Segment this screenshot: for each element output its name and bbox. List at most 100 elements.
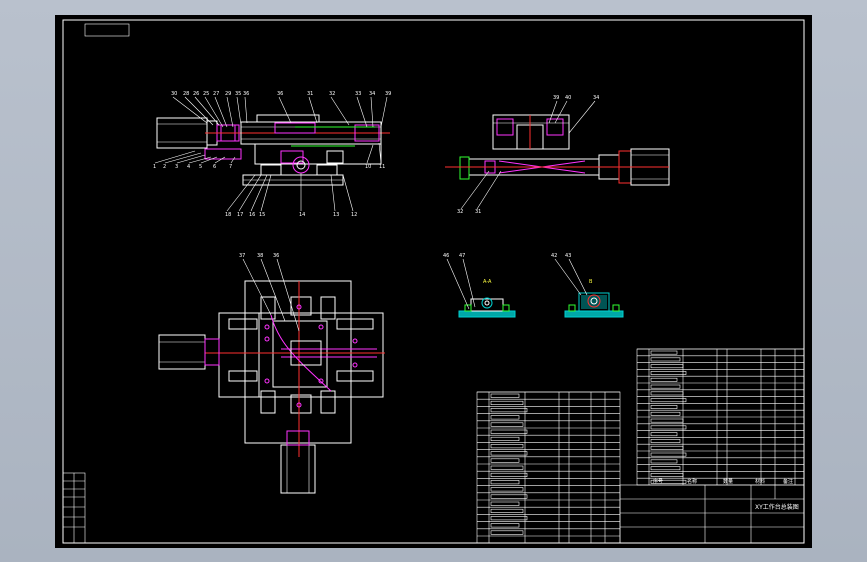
bom-cell — [476, 391, 621, 544]
bom-cell — [650, 411, 681, 416]
svg-text:39: 39 — [385, 91, 391, 97]
svg-text:39: 39 — [553, 95, 559, 101]
bom-cell — [490, 487, 524, 492]
svg-text:30: 30 — [171, 91, 177, 97]
svg-text:31: 31 — [475, 209, 481, 215]
svg-text:26: 26 — [193, 91, 199, 97]
bom-cell — [490, 400, 524, 406]
bom-cell — [650, 425, 687, 430]
svg-text:3: 3 — [175, 164, 178, 170]
bom-cell — [490, 480, 520, 485]
svg-text:47: 47 — [459, 253, 465, 259]
svg-text:37: 37 — [239, 253, 245, 259]
bom-cell — [490, 465, 524, 470]
bom-cell — [490, 472, 528, 478]
bom-cell — [490, 530, 524, 535]
bom-cell — [490, 408, 528, 413]
svg-text:32: 32 — [457, 209, 463, 215]
svg-text:46: 46 — [443, 253, 449, 259]
svg-text:32: 32 — [329, 91, 335, 97]
svg-text:34: 34 — [593, 95, 599, 101]
detail-view-b: 42 43 B — [551, 253, 624, 318]
svg-text:5: 5 — [199, 164, 202, 170]
bom-cell — [490, 444, 524, 449]
bom-cell — [650, 350, 678, 355]
title-cell-seq: 序号 — [653, 478, 663, 485]
svg-text:17: 17 — [237, 212, 243, 218]
svg-text:36: 36 — [243, 91, 249, 97]
bom-cell — [650, 445, 684, 450]
bom-cell — [650, 466, 681, 471]
outer-border — [62, 19, 805, 544]
svg-text:2: 2 — [163, 164, 166, 170]
bom-cell — [490, 436, 520, 442]
svg-text:13: 13 — [333, 212, 339, 218]
drawing-title: XY工作台总装图 — [755, 503, 799, 511]
bom-cell — [490, 501, 520, 506]
left-revision-table — [62, 472, 86, 544]
svg-text:40: 40 — [565, 95, 571, 101]
title-cell-material: 材料 — [755, 478, 765, 485]
svg-text:28: 28 — [183, 91, 189, 97]
svg-text:1: 1 — [153, 164, 156, 170]
bom-cell — [650, 371, 687, 375]
bom-cell — [650, 432, 678, 437]
bom-cell — [490, 516, 528, 521]
bom-cell — [490, 415, 520, 420]
svg-text:15: 15 — [259, 212, 265, 218]
bom-cell — [650, 405, 678, 409]
top-view: 37 38 36 — [158, 253, 385, 494]
bom-cell — [650, 357, 681, 362]
bom-cell — [650, 439, 681, 443]
section-label-b: B — [589, 279, 593, 285]
svg-text:43: 43 — [565, 253, 571, 259]
svg-text:36: 36 — [273, 253, 279, 259]
bom-cell — [490, 422, 524, 427]
bom-cell — [650, 473, 684, 477]
side-view: 39 40 34 32 31 — [445, 95, 670, 215]
svg-text:25: 25 — [203, 91, 209, 97]
svg-text:27: 27 — [213, 91, 219, 97]
svg-text:6: 6 — [213, 164, 216, 170]
bom-cell — [490, 458, 520, 463]
bom-cell — [650, 384, 681, 389]
bom-cell — [490, 508, 524, 514]
bom-cell — [650, 398, 687, 403]
svg-text:35: 35 — [235, 91, 241, 97]
svg-text:33: 33 — [355, 91, 361, 97]
bom-cell — [650, 418, 684, 423]
bom-cell — [490, 393, 520, 398]
title-block: 序号 名称 数量 材料 备注 XY工作台总装图 — [619, 478, 805, 544]
bom-cell — [490, 451, 528, 456]
svg-text:12: 12 — [351, 212, 357, 218]
svg-text:7: 7 — [229, 164, 232, 170]
top-label-box — [84, 23, 130, 37]
svg-text:18: 18 — [225, 212, 231, 218]
bom-cell — [650, 377, 678, 382]
bom-cell — [650, 479, 687, 484]
svg-text:14: 14 — [299, 212, 305, 218]
svg-text:42: 42 — [551, 253, 557, 259]
bom-cell — [650, 364, 684, 369]
bom-cell — [490, 494, 528, 499]
bom-cell — [650, 459, 678, 464]
svg-text:11: 11 — [379, 164, 385, 170]
svg-text:10: 10 — [365, 164, 371, 170]
svg-text:31: 31 — [307, 91, 313, 97]
title-cell-remark: 备注 — [783, 478, 793, 485]
svg-text:16: 16 — [249, 212, 255, 218]
svg-text:4: 4 — [187, 164, 190, 170]
bom-cell — [650, 452, 687, 457]
svg-text:29: 29 — [225, 91, 231, 97]
svg-text:38: 38 — [257, 253, 263, 259]
detail-view-a: 46 47 A-A — [443, 253, 516, 318]
bom-cell — [490, 429, 528, 434]
title-cell-qty: 数量 — [723, 478, 733, 485]
svg-text:34: 34 — [369, 91, 375, 97]
section-label-a: A-A — [483, 279, 492, 285]
bom-cell — [650, 391, 684, 396]
